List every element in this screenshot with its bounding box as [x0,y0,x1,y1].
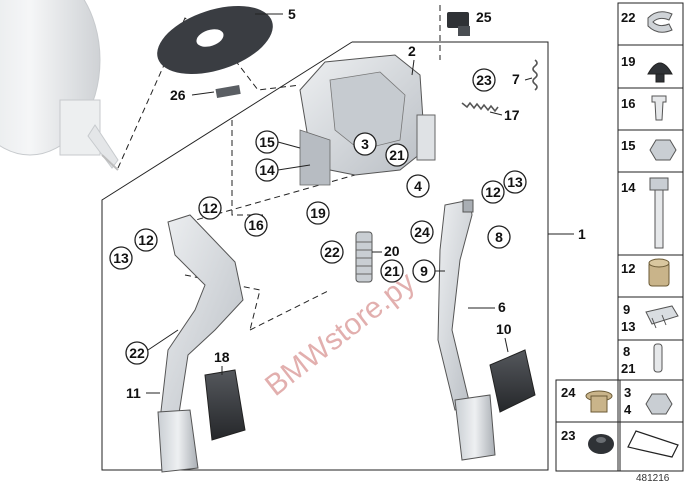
sidebar-label-22: 22 [621,10,635,25]
callouts: 5 25 2 7 26 17 1 6 20 11 18 10 23 15 [109,6,586,401]
circled-callout-14: 14 [255,158,279,182]
callout-2: 2 [408,43,416,59]
svg-text:16: 16 [248,217,264,233]
retainer-clip [215,84,241,99]
svg-text:4: 4 [414,178,422,194]
return-spring [532,59,538,91]
circled-callout-21b: 21 [380,259,404,283]
svg-text:13: 13 [507,174,523,190]
bottom-label-24: 24 [561,385,576,400]
flanged-bushing-icon [585,390,613,413]
svg-text:21: 21 [389,147,405,163]
callout-25: 25 [476,9,492,25]
svg-text:19: 19 [310,205,326,221]
circled-callout-4: 4 [406,174,430,198]
sidebar-label-19: 19 [621,54,635,69]
catalog-number: 481216 [636,473,670,484]
svg-text:3: 3 [361,136,369,152]
rubber-buffer-icon [647,62,673,83]
clip-icon [647,11,673,33]
bushing-icon [648,258,670,287]
callout-10: 10 [496,321,512,337]
svg-text:9: 9 [420,263,428,279]
svg-text:13: 13 [113,250,129,266]
sidebar-label-14: 14 [621,180,636,195]
clutch-pedal [157,214,244,473]
sidebar-label-13: 13 [621,319,635,334]
hex-nut-icon [649,139,677,161]
pedal-bracket [299,54,436,186]
sidebar-label-9: 9 [623,302,630,317]
parts-sidebar: 22 19 16 15 14 12 9 13 8 21 [555,2,684,472]
circled-callout-3: 3 [353,132,377,156]
assist-spring-unit [355,231,373,283]
callout-6: 6 [498,299,506,315]
sidebar-label-8: 8 [623,344,630,359]
circled-callout-12c: 12 [134,228,158,252]
brake-pedal [437,199,496,461]
brake-pedal-pad [489,349,536,413]
flange-nut-icon [645,393,673,415]
watermark: BMWstore.py [259,266,421,403]
circled-callout-13b: 13 [109,246,133,270]
callout-1: 1 [578,226,586,242]
brake-booster [0,0,119,171]
svg-text:12: 12 [138,232,154,248]
circled-callout-8: 8 [487,225,511,249]
svg-text:12: 12 [202,200,218,216]
circled-callout-9: 9 [412,259,436,283]
circled-callout-16: 16 [244,213,268,237]
clutch-pedal-pad [204,369,246,441]
brake-light-switch [447,12,470,36]
bottom-label-3: 3 [624,385,631,400]
circled-callout-13a: 13 [503,170,527,194]
circled-callout-19: 19 [306,201,330,225]
bottom-label-4: 4 [624,402,632,417]
callout-20: 20 [384,243,400,259]
circled-callout-24: 24 [410,220,434,244]
svg-text:12: 12 [485,184,501,200]
hex-bolt-icon [649,177,669,249]
callout-17: 17 [504,107,520,123]
svg-text:23: 23 [476,72,492,88]
bottom-label-23: 23 [561,428,575,443]
callout-7: 7 [512,71,520,87]
callout-11: 11 [126,385,141,401]
svg-text:8: 8 [495,229,503,245]
circled-callout-22a: 22 [320,240,344,264]
assembly-frame [101,41,574,471]
svg-text:15: 15 [259,134,275,150]
circled-callout-23: 23 [472,68,496,92]
callout-26: 26 [170,87,186,103]
svg-text:21: 21 [384,263,400,279]
sidebar-label-21: 21 [621,361,635,376]
sidebar-label-12: 12 [621,261,635,276]
circled-callout-12a: 12 [481,180,505,204]
sidebar-label-16: 16 [621,96,635,111]
pin-icon [653,343,663,373]
svg-text:14: 14 [259,162,275,178]
gasket-ring [157,5,273,75]
circled-callout-12b: 12 [198,196,222,220]
svg-text:22: 22 [324,244,340,260]
arrow-icon [627,430,679,458]
callout-18: 18 [214,349,230,365]
sidebar-label-15: 15 [621,138,635,153]
grommet-icon [588,434,614,454]
svg-text:24: 24 [414,224,430,240]
expanding-rivet-icon [651,95,667,121]
circled-callout-21: 21 [385,143,409,167]
circled-callout-15: 15 [255,130,279,154]
callout-5: 5 [288,6,296,22]
circled-callout-22b: 22 [125,341,149,365]
spring-clip-icon [645,305,679,329]
tension-spring [461,101,499,113]
svg-text:22: 22 [129,345,145,361]
